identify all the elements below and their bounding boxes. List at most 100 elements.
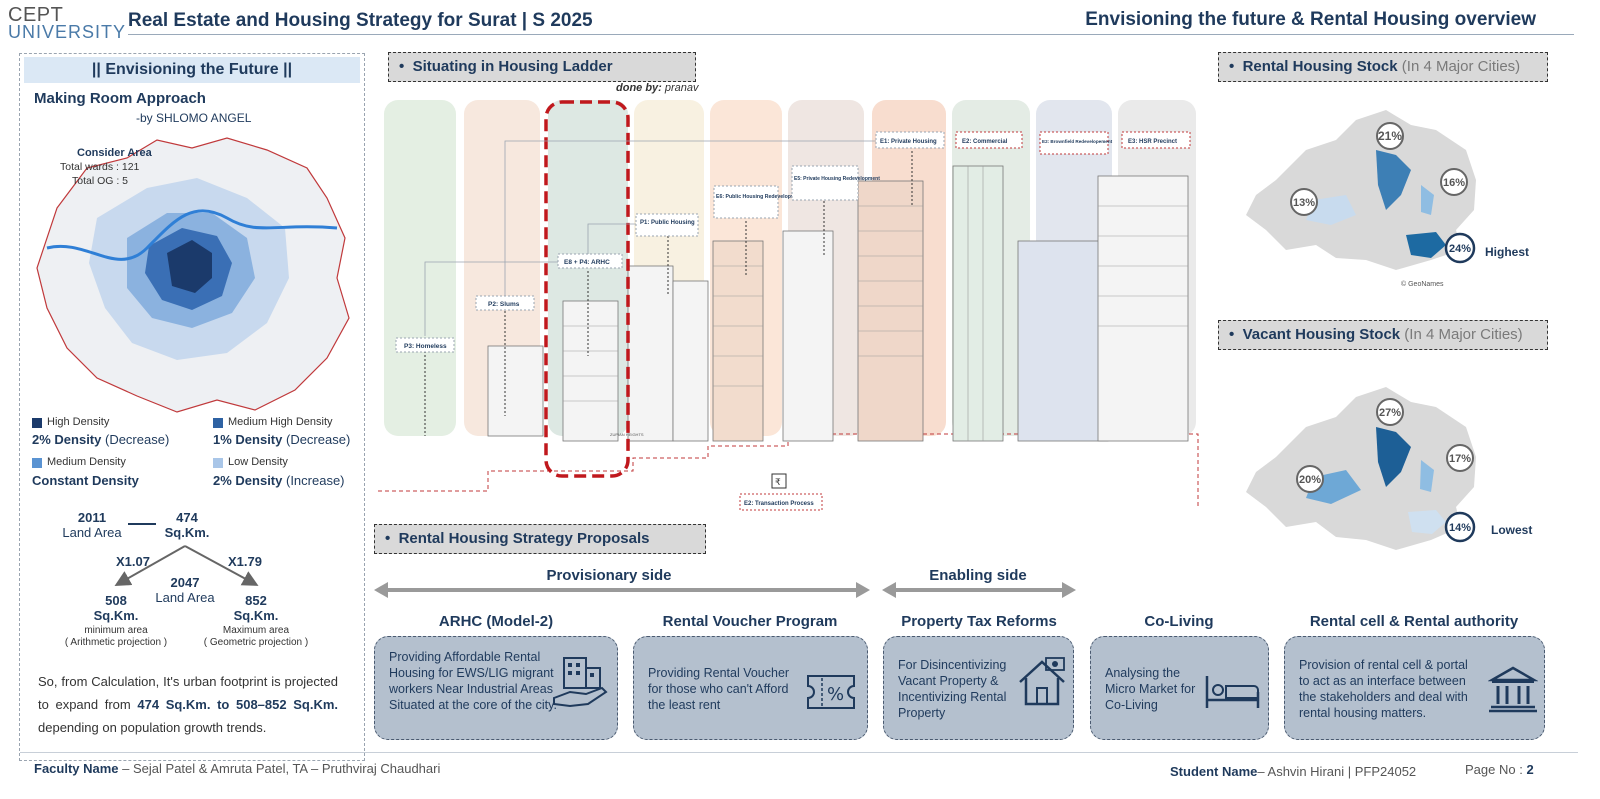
max-area-unit: Sq.Km.: [226, 608, 286, 623]
student-value: – Ashvin Hirani | PFP24052: [1257, 764, 1417, 779]
proposals-heading: • Rental Housing Strategy Proposals: [374, 524, 706, 554]
ladder-step-line: [378, 433, 1199, 506]
legend-value-high-bold: 2% Density: [32, 432, 102, 447]
vacant-heading-text: Vacant Housing Stock: [1242, 326, 1401, 343]
conclusion-text: So, from Calculation, It's urban footpri…: [38, 670, 338, 739]
consider-area-label: Consider Area: [77, 147, 153, 159]
proposal-tax-text: For Disincentivizing Vacant Property & I…: [898, 658, 1007, 720]
proposal-rental-cell-card: [1284, 636, 1545, 740]
ladder-heading-text: Situating in Housing Ladder: [412, 58, 613, 75]
district-surat: [1406, 232, 1446, 258]
conclusion-bold: 474 Sq.Km. to 508–852 Sq.Km.: [137, 697, 339, 712]
house-tax-icon: [1019, 657, 1065, 706]
proposals-heading-text: Rental Housing Strategy Proposals: [398, 530, 650, 547]
vacant-pct-vadodara: 17%: [1449, 453, 1471, 465]
voucher-icon: %: [807, 675, 855, 709]
rental-stock-heading: • Rental Housing Stock (In 4 Major Citie…: [1218, 52, 1548, 82]
area-2011-value: 474: [160, 510, 214, 525]
label-p3-homeless: P3: Homeless: [404, 343, 447, 350]
proposal-coliving-text: Analysing the Micro Market for Co-Living: [1105, 666, 1196, 712]
legend-value-l-rest: (Increase): [282, 473, 345, 488]
min-area-label: minimum area: [84, 625, 148, 636]
approach-author: -by SHLOMO ANGEL: [136, 111, 252, 125]
student-name: Student Name– Ashvin Hirani | PFP24052: [1170, 764, 1416, 779]
label-e6-public-redev: E6: Public Housing Redevelopment: [716, 194, 804, 200]
legend-swatch-medium-high: [213, 418, 223, 428]
land-area-2047-label: Land Area: [155, 590, 215, 605]
section-title: Envisioning the future & Rental Housing …: [1085, 9, 1536, 30]
svg-text:%: %: [827, 684, 844, 705]
label-p2-slums: P2: Slums: [488, 301, 520, 308]
min-area-method: ( Arithmetic projection ): [64, 637, 168, 648]
approach-title: Making Room Approach: [34, 90, 206, 107]
min-area-unit-text: Sq.Km.: [93, 608, 139, 623]
page-label: Page No :: [1465, 762, 1527, 777]
legend-value-low: 2% Density (Increase): [213, 473, 345, 488]
enabling-side-label: Enabling side: [929, 567, 1027, 584]
max-area-value-text: 852: [245, 593, 267, 608]
total-og-label: Total OG : 5: [72, 175, 128, 187]
high-density-zone: [167, 240, 212, 293]
projection-arrows: [114, 545, 259, 586]
provisionary-side-label: Provisionary side: [546, 567, 672, 584]
rental-stock-map: 21% 16% 13% 24% Highest © GeoNames: [1246, 110, 1529, 288]
year-2047: 2047: [160, 575, 210, 590]
legend-name-high: High Density: [47, 416, 110, 428]
legend-value-l-bold: 2% Density: [213, 473, 283, 488]
calc-connector: [128, 523, 156, 525]
institution-icon: [1488, 666, 1538, 713]
max-area-label: Maximum area: [222, 625, 290, 636]
housing-ladder-illustration: ZUPIAN HEIGHTS P3: Homeless P2: Slums E8…: [378, 100, 1199, 511]
arhc-highlight: [544, 100, 630, 478]
page-title: Real Estate and Housing Strategy for Sur…: [128, 10, 593, 31]
map-credit: © GeoNames: [1401, 280, 1444, 288]
building-hand-icon: [553, 657, 608, 708]
district-vadodara-vacant: [1420, 460, 1434, 492]
faculty-name: Faculty Name – Sejal Patel & Amruta Pate…: [34, 761, 440, 776]
legend-swatch-high: [32, 418, 42, 428]
proposal-coliving-title: Co-Living: [1144, 613, 1214, 630]
faculty-value: – Sejal Patel & Amruta Patel, TA – Pruth…: [118, 761, 441, 776]
vacant-pct-rajkot: 20%: [1299, 474, 1321, 486]
rental-highest-label: Highest: [1485, 245, 1529, 259]
bed-icon: [1205, 676, 1260, 708]
label-leaders: [424, 151, 913, 436]
vacant-heading-light: (In 4 Major Cities): [1400, 326, 1523, 343]
multiplier-left-text: X1.07: [116, 554, 150, 569]
gujarat-outline: [1246, 110, 1476, 270]
multiplier-right-text: X1.79: [228, 554, 262, 569]
label-e2-commercial: E2: Commercial: [962, 139, 1008, 145]
envisioning-heading: || Envisioning the Future ||: [24, 57, 360, 83]
conclusion-post: depending on population growth trends.: [38, 720, 267, 735]
year-2011-text: 2011: [77, 510, 107, 525]
min-area-value: 508: [86, 593, 146, 608]
header-divider: [128, 34, 1574, 35]
building-sign: ZUPIAN HEIGHTS: [610, 432, 644, 437]
legend-value-medium: Constant Density: [32, 473, 139, 488]
legend-name-medium-high: Medium High Density: [228, 416, 333, 428]
rental-heading-light: (In 4 Major Cities): [1397, 58, 1521, 75]
rental-pct-ahmedabad: 21%: [1378, 129, 1402, 143]
legend-swatch-low: [213, 458, 223, 468]
label-e3-hsr: E3: HSR Precinct: [1128, 139, 1177, 145]
building-windows: [563, 166, 1188, 441]
district-rajkot: [1306, 195, 1356, 225]
land-area-2011-label: Land Area: [62, 525, 122, 540]
label-e8-arhc: E8 + P4: ARHC: [564, 259, 610, 266]
faculty-label: Faculty Name: [34, 761, 119, 776]
legend-value-mh-bold: 1% Density: [213, 432, 283, 447]
page-number: Page No : 2: [1465, 762, 1534, 777]
proposal-arhc-text: Providing Affordable Rental Housing for …: [389, 650, 557, 712]
legend-value-high: 2% Density (Decrease): [32, 432, 169, 447]
max-area-value: 852: [226, 593, 286, 608]
district-vadodara: [1421, 185, 1434, 215]
done-by-label: done by:: [616, 82, 662, 94]
buildings-sketch: [487, 165, 1189, 442]
legend-swatch-medium: [32, 458, 42, 468]
gujarat-outline-vacant: [1246, 387, 1476, 550]
logo-university: UNIVERSITY: [8, 22, 127, 42]
legend-value-mh-rest: (Decrease): [282, 432, 351, 447]
district-ahmedabad: [1376, 150, 1411, 210]
max-area-method: ( Geometric projection ): [203, 637, 309, 648]
student-label: Student Name: [1170, 764, 1258, 779]
